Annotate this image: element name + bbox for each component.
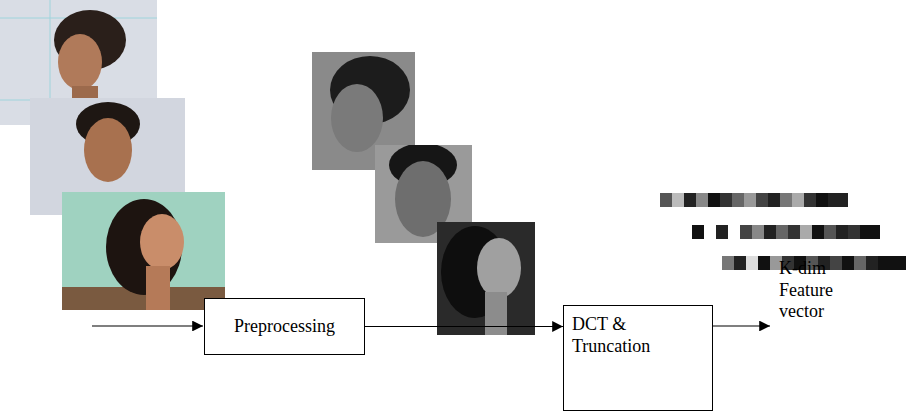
process-box: DCT & Truncation	[563, 305, 713, 411]
face	[331, 84, 383, 152]
photo-ground	[437, 222, 535, 335]
face	[84, 118, 132, 182]
photo-ground	[62, 192, 225, 310]
box-label: Preprocessing	[234, 316, 335, 338]
grey-face-photo	[437, 222, 535, 335]
process-box: Preprocessing	[204, 298, 365, 355]
face-photo	[62, 192, 225, 310]
neck	[485, 292, 507, 335]
face	[477, 238, 521, 298]
output-label: K-dim Feature vector	[779, 258, 871, 323]
input-arrow	[92, 325, 203, 326]
neck	[146, 266, 170, 310]
box-label: DCT & Truncation	[572, 314, 704, 357]
flow-arrow	[365, 326, 563, 327]
output-arrow	[713, 325, 770, 326]
feature-vector	[692, 225, 880, 239]
face	[140, 214, 184, 270]
feature-vector	[660, 193, 848, 207]
face	[58, 34, 102, 90]
